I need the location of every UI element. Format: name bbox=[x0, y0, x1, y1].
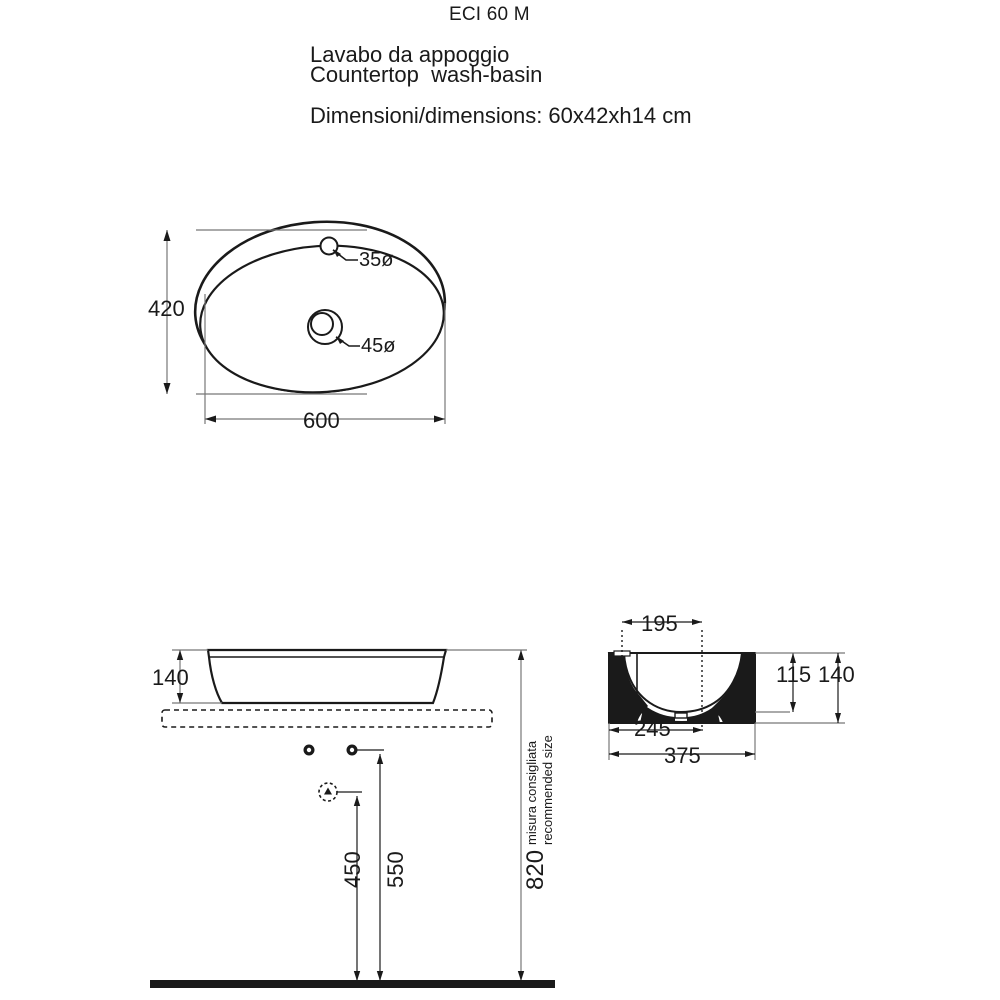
dim-550-arrow-bottom bbox=[376, 971, 384, 981]
section-bowl-void bbox=[622, 652, 744, 714]
dim-375-arrow-right bbox=[745, 751, 755, 757]
floor-line bbox=[150, 980, 555, 988]
dim-115-arrow-bottom bbox=[790, 702, 796, 712]
dim-245-arrow-right bbox=[693, 727, 703, 733]
section-inner-width-label: 195 bbox=[641, 611, 678, 636]
dim-375-arrow-left bbox=[609, 751, 619, 757]
drain-hole-label: 45ø bbox=[361, 335, 396, 357]
dim-115-arrow-top bbox=[790, 653, 796, 663]
drain-symbol-triangle bbox=[324, 787, 332, 795]
section-inner-depth-label: 115 bbox=[776, 662, 812, 687]
product-title-italian: Lavabo da appoggio bbox=[310, 42, 510, 67]
drain-hole-arrowhead bbox=[336, 336, 344, 344]
dim-550-arrow-top bbox=[376, 754, 384, 764]
dim-820-arrow-top bbox=[517, 650, 525, 660]
dim-420-arrow-bottom bbox=[163, 383, 171, 394]
section-bowl-width-label: 245 bbox=[634, 716, 671, 741]
section-left-wall bbox=[609, 653, 648, 723]
tap-hole-arrowhead bbox=[333, 249, 341, 257]
countertop-outline bbox=[161, 709, 493, 728]
recommended-note-english: recommended size bbox=[540, 735, 555, 845]
dim-140-arrow-bottom bbox=[176, 693, 184, 703]
product-title-english: Countertop wash-basin bbox=[310, 62, 543, 87]
dim-140s-arrow-top bbox=[835, 653, 841, 663]
dim-600-arrow-left bbox=[205, 415, 216, 423]
section-overall-height-label: 140 bbox=[818, 662, 855, 687]
dim-195-arrow-right bbox=[692, 619, 702, 625]
counter-height-label: 820 bbox=[522, 849, 549, 890]
dim-450-arrow-bottom bbox=[353, 971, 361, 981]
front-elevation-group bbox=[150, 648, 555, 988]
drain-hole-inner bbox=[310, 312, 334, 336]
basin-elevation-outline bbox=[206, 648, 448, 705]
water-supply-symbol-right-dot bbox=[349, 747, 355, 753]
dim-245-arrow-left bbox=[609, 727, 619, 733]
plan-depth-label: 420 bbox=[148, 296, 185, 321]
water-supply-symbol-left-dot bbox=[306, 747, 312, 753]
dimensions-caption: Dimensioni/dimensions: 60x42xh14 cm bbox=[310, 103, 692, 128]
top-view-group bbox=[163, 220, 447, 424]
side-section-group bbox=[607, 619, 845, 760]
model-name: ECI 60 M bbox=[449, 4, 530, 25]
drain-height-label: 550 bbox=[383, 851, 408, 888]
section-right-wall bbox=[712, 653, 755, 723]
elevation-height-label: 140 bbox=[152, 665, 189, 690]
dim-420-arrow-top bbox=[163, 230, 171, 241]
section-drain-boss bbox=[674, 712, 688, 719]
plan-width-label: 600 bbox=[303, 408, 340, 433]
dim-140-arrow-top bbox=[176, 650, 184, 660]
tap-height-label: 450 bbox=[340, 851, 365, 888]
dim-195-arrow-left bbox=[622, 619, 632, 625]
dim-600-arrow-right bbox=[434, 415, 445, 423]
dim-450-arrow-top bbox=[353, 796, 361, 806]
recommended-note-italian: misura consigliata bbox=[524, 740, 539, 845]
section-bottom-web-left bbox=[640, 705, 675, 723]
dim-140s-arrow-bottom bbox=[835, 713, 841, 723]
section-bottom-web-right bbox=[687, 705, 720, 723]
dim-820-arrow-bottom bbox=[517, 971, 525, 981]
tap-hole-label: 35ø bbox=[359, 249, 394, 271]
section-overall-width-label: 375 bbox=[664, 743, 701, 768]
